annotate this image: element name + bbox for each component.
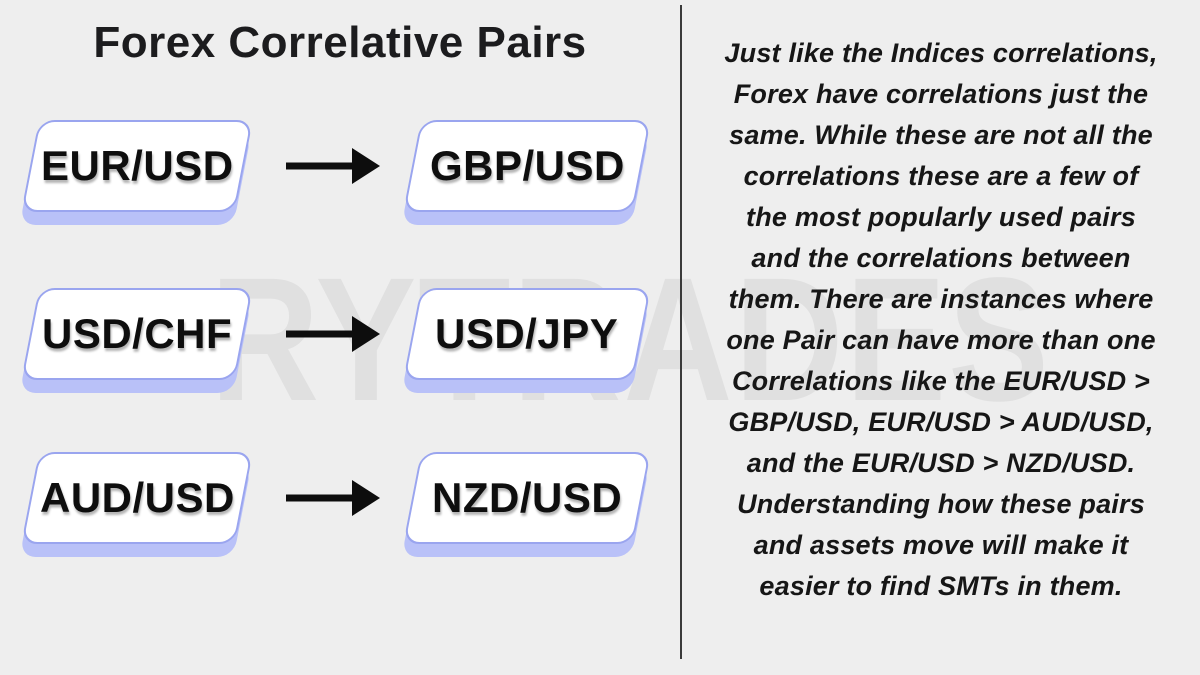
currency-pair-box: USD/CHF [21,288,253,380]
vertical-divider [680,5,682,659]
correlation-row: EUR/USD GBP/USD [0,120,680,212]
pair-label: USD/CHF [41,310,233,357]
description-line: easier to find SMTs in them. [759,571,1123,601]
currency-pair-box: USD/JPY [403,288,651,380]
description-line: and assets move will make it [753,530,1129,560]
description-line: and the correlations between [751,243,1131,273]
pair-label: EUR/USD [40,142,234,189]
description-line: them. There are instances where [728,284,1154,314]
pair-label: GBP/USD [429,142,625,189]
currency-pair-box: NZD/USD [403,452,651,544]
description-panel: Just like the Indices correlations, Fore… [690,33,1192,607]
correlation-row: AUD/USD NZD/USD [0,452,680,544]
description-line: Understanding how these pairs [737,489,1145,519]
page-title: Forex Correlative Pairs [93,18,587,67]
currency-pair-box: GBP/USD [403,120,651,212]
pairs-diagram-panel: Forex Correlative Pairs EUR/USD GBP/USD … [0,18,680,544]
pair-label: USD/JPY [435,310,619,357]
correlation-row: USD/CHF USD/JPY [0,288,680,380]
description-line: GBP/USD, EUR/USD > AUD/USD, [728,407,1154,437]
arrow-right-icon [286,147,380,185]
description-line: correlations these are a few of [743,161,1139,191]
pair-label: AUD/USD [39,474,235,521]
description-line: one Pair can have more than one [726,325,1156,355]
description-line: Just like the Indices correlations, [724,38,1158,68]
description-line: Correlations like the EUR/USD > [731,366,1151,396]
currency-pair-box: EUR/USD [21,120,253,212]
pair-label: NZD/USD [431,474,623,521]
description-line: Forex have correlations just the [733,79,1149,109]
arrow-right-icon [286,315,380,353]
description-line: same. While these are not all the [729,120,1153,150]
currency-pair-box: AUD/USD [21,452,253,544]
description-line: the most popularly used pairs [746,202,1136,232]
arrow-right-icon [286,479,380,517]
description-line: and the EUR/USD > NZD/USD. [746,448,1136,478]
